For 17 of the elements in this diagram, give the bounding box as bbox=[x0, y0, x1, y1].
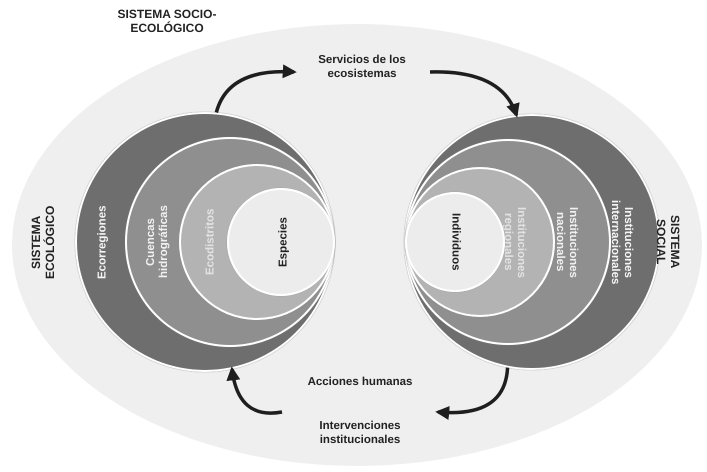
ring-label: Cuencas hidrográficas bbox=[144, 204, 171, 280]
curved-arrow bbox=[430, 70, 519, 118]
system-heading: SISTEMA SOCIO-ECOLÓGICO bbox=[116, 8, 218, 36]
system-heading: SISTEMA ECOLÓGICO bbox=[30, 204, 58, 281]
system-heading: SISTEMA SOCIAL bbox=[653, 214, 681, 271]
ring-label: Instituciones nacionales bbox=[553, 206, 580, 280]
flow-label: Acciones humanas bbox=[308, 376, 412, 390]
ring-label: Especies bbox=[277, 216, 290, 269]
curved-arrow bbox=[214, 64, 297, 114]
ring-label: Individuos bbox=[448, 212, 462, 273]
flow-label: Intervenciones institucionales bbox=[318, 420, 402, 448]
ring-label: Ecorregiones bbox=[96, 204, 110, 281]
curved-arrow bbox=[435, 367, 510, 420]
nested-circle bbox=[227, 188, 335, 296]
flow-label: Servicios de los ecosistemas bbox=[298, 54, 426, 82]
curved-arrow bbox=[226, 366, 282, 415]
ring-label: Instituciones internacionales bbox=[608, 198, 634, 286]
